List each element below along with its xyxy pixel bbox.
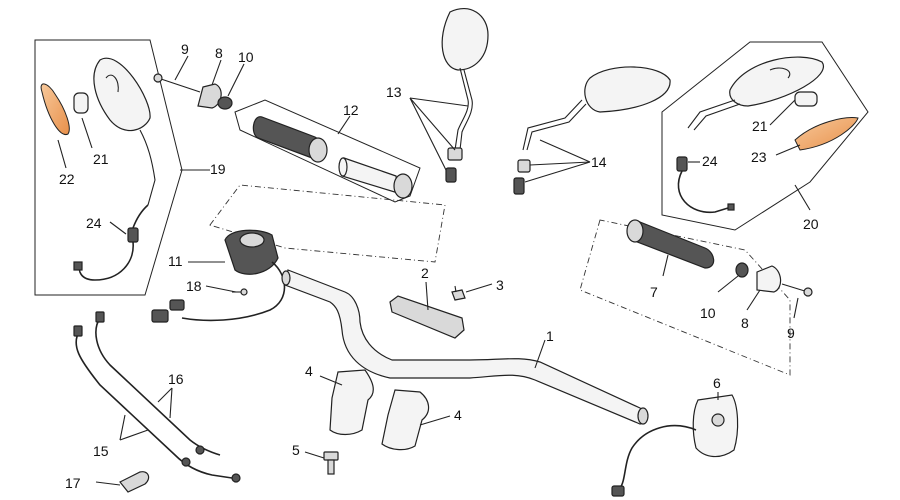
- bolt-5: [323, 451, 339, 475]
- left-switch-group: [151, 184, 446, 323]
- handlebar: [281, 269, 649, 425]
- callout-4-left: 4: [305, 363, 313, 379]
- callout-12: 12: [343, 102, 359, 118]
- callout-11: 11: [168, 253, 183, 269]
- indicator-lens-left: [40, 83, 70, 135]
- callout-10: 10: [238, 49, 254, 65]
- callout-22: 22: [59, 171, 75, 187]
- callout-1: 1: [546, 328, 554, 344]
- callout-4-right: 4: [454, 407, 462, 423]
- callout-24-right: 24: [702, 153, 718, 169]
- riser-clamps: [329, 369, 430, 451]
- callout-10-right: 10: [700, 305, 716, 321]
- right-mirror-indicator-group: [661, 41, 869, 231]
- callout-21-left: 21: [93, 151, 109, 167]
- right-grip-group: [579, 219, 813, 376]
- left-mirror-indicator-group: [34, 39, 183, 296]
- callout-23: 23: [751, 149, 767, 165]
- callout-9-right: 9: [787, 325, 795, 341]
- callout-14: 14: [591, 154, 607, 170]
- right-mirror-14: [513, 66, 671, 195]
- left-grip-flange: [308, 137, 328, 163]
- clamp-top: [389, 285, 466, 339]
- callout-8: 8: [215, 45, 223, 61]
- left-bar-end-hardware: [153, 73, 233, 110]
- right-switch: [611, 394, 739, 497]
- callout-21-right: 21: [752, 118, 768, 134]
- callout-18: 18: [186, 278, 202, 294]
- callout-19: 19: [210, 161, 226, 177]
- bar-end-bushing-left: [217, 96, 233, 110]
- callout-9: 9: [181, 41, 189, 57]
- callout-17: 17: [65, 475, 81, 491]
- throttle-cables: [73, 311, 241, 483]
- left-switch: [224, 229, 279, 275]
- indicator-lens-right: [794, 117, 859, 151]
- throttle-tube: [393, 173, 413, 199]
- callout-6: 6: [713, 375, 721, 391]
- bulb-right: [794, 91, 818, 107]
- connector-right: [676, 156, 688, 172]
- callout-13: 13: [386, 84, 402, 100]
- cable-clip: [119, 471, 150, 493]
- bar-end-weight-right: [756, 265, 782, 293]
- callout-3: 3: [496, 277, 504, 293]
- callout-20: 20: [803, 216, 819, 232]
- callout-labels: 9 8 10 12 13 14 19 20 21 23 24 24 21 22 …: [59, 41, 819, 491]
- callout-15: 15: [93, 443, 109, 459]
- callout-2: 2: [421, 265, 429, 281]
- bulb-left: [73, 92, 89, 114]
- left-grip-group: [234, 99, 421, 203]
- callout-8-right: 8: [741, 315, 749, 331]
- callout-24-left: 24: [86, 215, 102, 231]
- connector-left: [127, 227, 139, 243]
- callout-16: 16: [168, 371, 184, 387]
- left-mirror-13: [441, 7, 489, 183]
- callout-5: 5: [292, 442, 300, 458]
- leader-lines: [57, 55, 811, 486]
- callout-7: 7: [650, 284, 658, 300]
